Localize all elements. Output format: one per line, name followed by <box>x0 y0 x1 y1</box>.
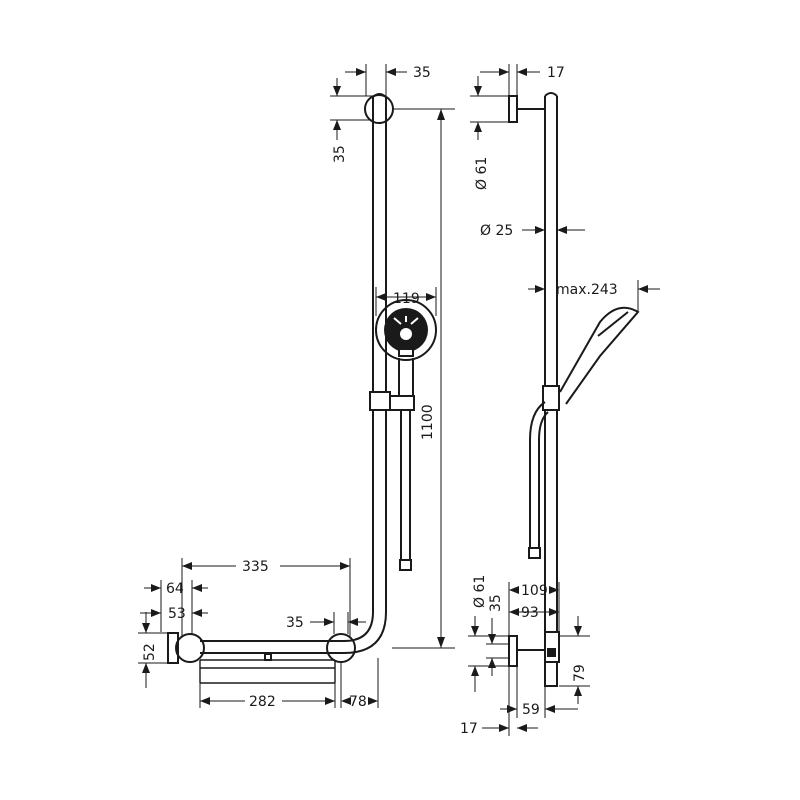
side-bottom-bracket <box>508 635 518 667</box>
label-side-bottom-17: 17 <box>460 721 478 737</box>
label-side-top-depth: 17 <box>547 65 565 81</box>
dim-top-height: 35 <box>330 78 374 163</box>
dim-corner-bracket: 35 <box>286 612 366 634</box>
dim-bracket-width: 53 <box>140 604 208 632</box>
label-bracket-height: 52 <box>142 643 158 661</box>
side-top-bracket <box>508 95 518 123</box>
label-side-79: 79 <box>572 664 588 682</box>
dim-bracket-height: 52 <box>138 612 168 688</box>
side-view: 17 Ø 61 Ø 25 max.243 <box>460 64 660 737</box>
vertical-rail <box>372 97 387 612</box>
dim-side-bottom-17: 17 <box>460 666 538 737</box>
rail-slider <box>369 391 391 411</box>
label-side-rail-diameter: Ø 25 <box>480 223 513 239</box>
label-side-bottom-height: 35 <box>488 594 504 612</box>
side-shower-head <box>559 306 640 405</box>
label-top-width: 35 <box>413 65 431 81</box>
dim-side-top-depth: 17 <box>480 64 565 96</box>
label-bar-between: 282 <box>249 694 276 710</box>
dim-corner-offset: 78 <box>340 658 379 710</box>
label-head-diameter: 119 <box>393 291 420 307</box>
dim-rail-height: 1100 <box>392 108 455 649</box>
left-bracket-circle <box>175 633 205 663</box>
dim-side-109: 109 <box>508 582 560 636</box>
shower-head <box>375 299 437 361</box>
label-side-max-projection: max.243 <box>556 282 618 298</box>
hose <box>400 410 411 560</box>
label-top-height: 35 <box>332 145 348 163</box>
dim-side-top-diameter: Ø 61 <box>470 76 509 190</box>
front-view: 35 35 1100 119 <box>138 64 455 710</box>
dim-bar-between: 282 <box>199 683 336 710</box>
rail-corner-bend <box>200 611 387 654</box>
dim-side-max-projection: max.243 <box>528 280 660 312</box>
label-wall-offset: 64 <box>166 581 184 597</box>
label-side-93: 93 <box>521 605 539 621</box>
label-side-bottom-diameter: Ø 61 <box>472 575 488 608</box>
side-rail <box>544 92 558 636</box>
dim-side-rail-diameter: Ø 25 <box>480 223 585 239</box>
label-side-109: 109 <box>521 583 548 599</box>
label-rail-height: 1100 <box>420 404 436 440</box>
dim-side-93: 93 <box>509 605 559 621</box>
label-corner-offset: 78 <box>349 694 367 710</box>
shelf <box>199 659 336 684</box>
label-grab-bar-length: 335 <box>242 559 269 575</box>
shower-handle <box>398 358 414 402</box>
dim-side-79: 79 <box>559 616 590 704</box>
label-side-59: 59 <box>522 702 540 718</box>
side-slider <box>542 385 560 411</box>
side-hose <box>529 401 549 548</box>
dim-head-diameter: 119 <box>375 287 437 316</box>
top-wall-bracket <box>364 94 394 124</box>
dim-side-59: 59 <box>500 666 578 718</box>
dim-grab-bar-length: 335 <box>181 558 351 636</box>
dim-side-bottom-diameter: Ø 61 35 <box>468 575 509 692</box>
label-side-top-diameter: Ø 61 <box>474 157 490 190</box>
dim-top-width: 35 <box>345 64 431 96</box>
left-wall-plate <box>167 632 179 664</box>
corner-bracket-circle <box>326 633 356 663</box>
label-corner-bracket: 35 <box>286 615 304 631</box>
label-bracket-width: 53 <box>168 606 186 622</box>
